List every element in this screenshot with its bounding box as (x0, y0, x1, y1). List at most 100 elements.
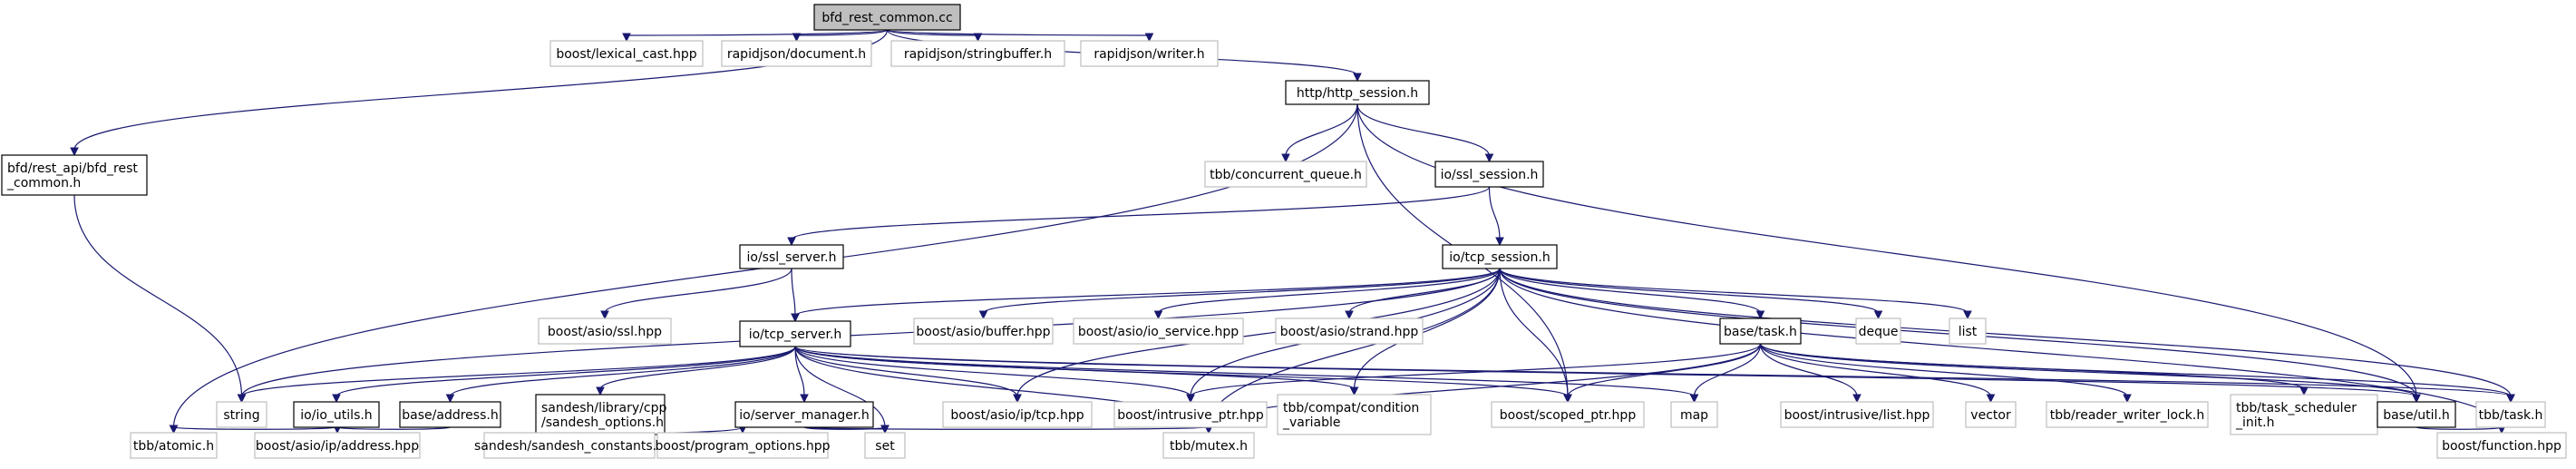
node-task_scheduler_init: tbb/task_scheduler_init.h (2230, 394, 2378, 435)
node-root[interactable]: bfd_rest_common.cc (813, 4, 961, 31)
node-box-asio_ip_tcp (942, 401, 1093, 428)
edge-tcp_session-to-asio_buffer (982, 268, 1501, 314)
edge-base_task-to-map (1693, 343, 1762, 397)
node-server_manager[interactable]: io/server_manager.h (734, 401, 874, 428)
edge-tcp_server-to-map (794, 346, 1696, 397)
node-label-ssl_session: io/ssl_session.h (1441, 168, 1539, 182)
node-http_session[interactable]: http/http_session.h (1285, 80, 1430, 105)
node-io_utils[interactable]: io/io_utils.h (293, 401, 380, 428)
arrowhead-root-to-rj_stringbuffer (973, 33, 983, 43)
node-function: boost/function.hpp (2436, 432, 2567, 459)
node-label-asio_io_service: boost/asio/io_service.hpp (1078, 325, 1239, 339)
edge-base_address-to-asio_ip_address (336, 426, 452, 430)
node-ssl_server[interactable]: io/ssl_server.h (739, 244, 844, 269)
node-base_task[interactable]: base/task.h (1719, 318, 1802, 345)
node-box-deque (1855, 318, 1901, 345)
node-ssl_session[interactable]: io/ssl_session.h (1434, 161, 1544, 188)
node-label-map: map (1680, 408, 1708, 423)
dependency-nodes: bfd_rest_common.ccboost/lexical_cast.hpp… (1, 4, 2567, 459)
edge-base_task-to-intrusive_list (1759, 343, 1858, 397)
node-box-intrusive_list (1780, 401, 1934, 428)
node-label-asio_ssl: boost/asio/ssl.hpp (548, 325, 662, 339)
node-label-program_options: boost/program_options.hpp (656, 439, 831, 454)
node-base_util[interactable]: base/util.h (2377, 401, 2456, 428)
edge-tcp_session-to-list (1499, 268, 1968, 314)
node-tbb_task: tbb/task.h (2475, 401, 2546, 428)
node-box-string (216, 401, 267, 428)
node-label-function: boost/function.hpp (2442, 439, 2561, 454)
arrowhead-tcp_session-to-list (1963, 310, 1972, 320)
node-box-tbb_task (2475, 401, 2546, 428)
arrowhead-base_task-to-intrusive_list (1852, 394, 1862, 404)
arrowhead-base_task-to-base_util (2412, 394, 2421, 404)
edge-base_task-to-intrusive_ptr (1190, 343, 1762, 397)
node-box-tcp_server (739, 320, 851, 347)
arrowhead-ssl_session-to-ssl_server (787, 237, 796, 247)
node-tcp_server[interactable]: io/tcp_server.h (739, 320, 851, 347)
node-label-scoped_ptr: boost/scoped_ptr.hpp (1500, 408, 1637, 423)
edge-tcp_server-to-set (794, 346, 886, 428)
node-label-base_util: base/util.h (2383, 408, 2450, 423)
arrowhead-ssl_session-to-tcp_session (1495, 237, 1504, 247)
node-label-tcp_session: io/tcp_session.h (1449, 250, 1550, 265)
node-box-task_scheduler_init (2230, 394, 2378, 435)
edge-tcp_session-to-scoped_ptr (1499, 268, 1569, 397)
edge-tcp_session-to-asio_strand (1348, 268, 1501, 314)
node-box-ssl_session (1434, 161, 1544, 188)
edge-base_task-to-scoped_ptr (1567, 343, 1762, 397)
node-rj_writer: rapidjson/writer.h (1080, 40, 1219, 67)
arrowhead-base_task-to-map (1689, 394, 1699, 404)
node-label-deque: deque (1859, 325, 1899, 339)
node-label-io_utils: io/io_utils.h (300, 408, 372, 423)
node-label-sandesh_constants: sandesh/sandesh_constants.h (474, 439, 665, 454)
edge-bfd_rest_common_h-to-string (73, 194, 243, 397)
edge-tcp_session-to-tbb_mutex (1208, 268, 1501, 428)
node-box-vector (1965, 401, 2017, 428)
node-label-condition_variable: tbb/compat/condition_variable (1282, 401, 1419, 430)
node-condition_variable: tbb/compat/condition_variable (1277, 394, 1432, 435)
node-base_address[interactable]: base/address.h (399, 401, 501, 428)
node-label-base_task: base/task.h (1724, 325, 1797, 339)
node-label-tbb_mutex: tbb/mutex.h (1170, 439, 1248, 454)
node-asio_ip_tcp: boost/asio/ip/tcp.hpp (942, 401, 1093, 428)
node-box-map (1670, 401, 1718, 428)
node-box-asio_ip_address (254, 432, 421, 459)
node-box-asio_strand (1275, 318, 1424, 345)
arrowhead-tcp_session-to-tcp_server (791, 313, 800, 323)
edge-base_task-to-base_util (1759, 343, 2417, 397)
node-deque: deque (1855, 318, 1901, 345)
node-reader_writer_lock: tbb/reader_writer_lock.h (2046, 401, 2209, 428)
edge-root-to-rj_document (796, 29, 889, 36)
node-label-http_session: http/http_session.h (1297, 86, 1418, 101)
node-box-concurrent_queue (1204, 161, 1367, 188)
node-box-rj_stringbuffer (890, 40, 1065, 67)
node-rj_document: rapidjson/document.h (721, 40, 872, 67)
node-box-scoped_ptr (1491, 401, 1645, 428)
node-tcp_session[interactable]: io/tcp_session.h (1442, 244, 1558, 269)
edge-root-to-rj_writer (886, 29, 1150, 36)
node-set: set (864, 432, 906, 459)
node-tbb_mutex: tbb/mutex.h (1162, 432, 1255, 459)
node-label-list: list (1959, 325, 1978, 339)
arrowhead-base_task-to-task_scheduler_init (2299, 386, 2309, 396)
edge-tcp_session-to-asio_io_service (1157, 268, 1501, 314)
edge-tcp_session-to-base_task (1499, 268, 1762, 314)
arrowhead-tcp_session-to-asio_strand (1345, 310, 1354, 320)
node-box-tbb_mutex (1162, 432, 1255, 459)
edge-tcp_server-to-base_util (794, 346, 2417, 397)
node-asio_ssl: boost/asio/ssl.hpp (538, 318, 672, 345)
node-sandesh_options[interactable]: sandesh/library/cpp/sandesh_options.h (535, 394, 666, 435)
node-box-sandesh_constants (483, 432, 656, 459)
node-box-lexical_cast (549, 40, 704, 67)
node-bfd_rest_common_h[interactable]: bfd/rest_api/bfd_rest_common.h (1, 154, 148, 196)
edge-tcp_server-to-intrusive_ptr (794, 346, 1191, 397)
arrowhead-tcp_server-to-io_utils (332, 394, 341, 404)
node-box-list (1949, 318, 1987, 345)
node-box-ssl_server (739, 244, 844, 269)
node-program_options: boost/program_options.hpp (656, 432, 831, 459)
arrowhead-tcp_server-to-base_address (445, 394, 455, 404)
node-box-asio_buffer (913, 318, 1054, 345)
edge-io_utils-to-tbb_atomic (172, 426, 337, 430)
node-box-condition_variable (1277, 394, 1432, 435)
